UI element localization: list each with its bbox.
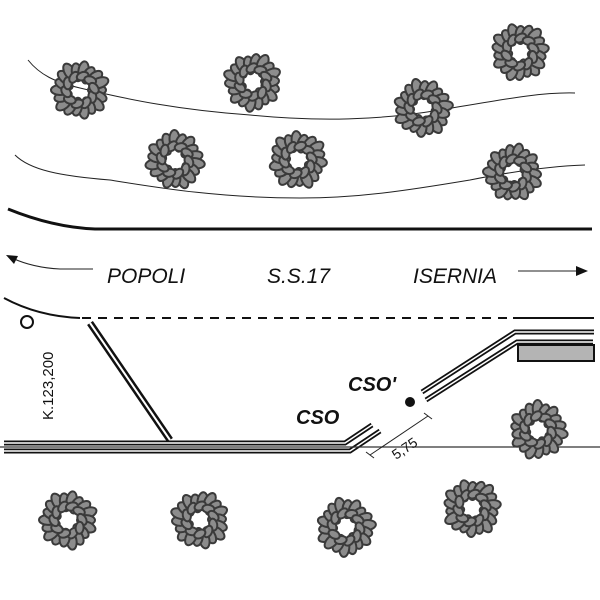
guardrail-inner-top (4, 424, 373, 444)
point-label-cso-prime: CSO' (348, 374, 397, 396)
tree-icon (170, 491, 229, 550)
tree-leaf (529, 410, 543, 422)
access-road-inner (89, 322, 171, 441)
tree-leaf (256, 85, 268, 100)
dimension-tick-end (423, 412, 433, 420)
tree-icon (482, 142, 542, 201)
point-label-cso: CSO (296, 407, 340, 429)
tree-icon (268, 130, 328, 189)
dimension-line (369, 415, 429, 456)
tree-leaf (411, 116, 426, 127)
guardrail-right-inner-top (421, 331, 594, 393)
tree-icon (393, 78, 454, 138)
trees-layer (38, 23, 569, 558)
road-edge-north (7, 207, 592, 231)
chainage-label: K.123,200 (40, 352, 57, 420)
tree-leaf (327, 528, 341, 540)
tree-leaf (88, 81, 100, 95)
tree-icon (38, 490, 98, 551)
tree-leaf (454, 494, 465, 509)
guardrail-inner-bottom (4, 430, 381, 452)
tree-leaf (74, 520, 85, 535)
tree-leaf (519, 161, 533, 174)
kerb-block (517, 344, 595, 362)
tree-icon (491, 23, 550, 82)
cso-prime-point-icon (405, 397, 415, 407)
tree-leaf (159, 143, 170, 158)
tree-icon (510, 399, 569, 460)
dimension-label: 5,75 (389, 434, 421, 463)
arrow-right-head-icon (576, 266, 588, 276)
arrow-left-head-icon (6, 255, 18, 264)
dimension-tick-start (365, 451, 375, 459)
direction-label-isernia: ISERNIA (413, 265, 497, 288)
tree-icon (443, 479, 502, 538)
tree-icon (223, 53, 281, 113)
road-name-label: S.S.17 (267, 265, 331, 288)
road-edge-south-curve (3, 297, 81, 319)
contour-line-upper (27, 59, 576, 120)
arrow-left-icon (11, 257, 93, 270)
guardrail-right-inner-bottom (425, 341, 593, 401)
tree-icon (316, 496, 377, 558)
tree-icon (144, 129, 206, 190)
direction-label-popoli: POPOLI (107, 265, 185, 288)
tree-icon (50, 60, 110, 120)
tree-leaf (193, 528, 207, 540)
tree-leaf (500, 49, 513, 62)
tree-leaf (293, 140, 307, 152)
km-marker-icon (20, 315, 34, 329)
